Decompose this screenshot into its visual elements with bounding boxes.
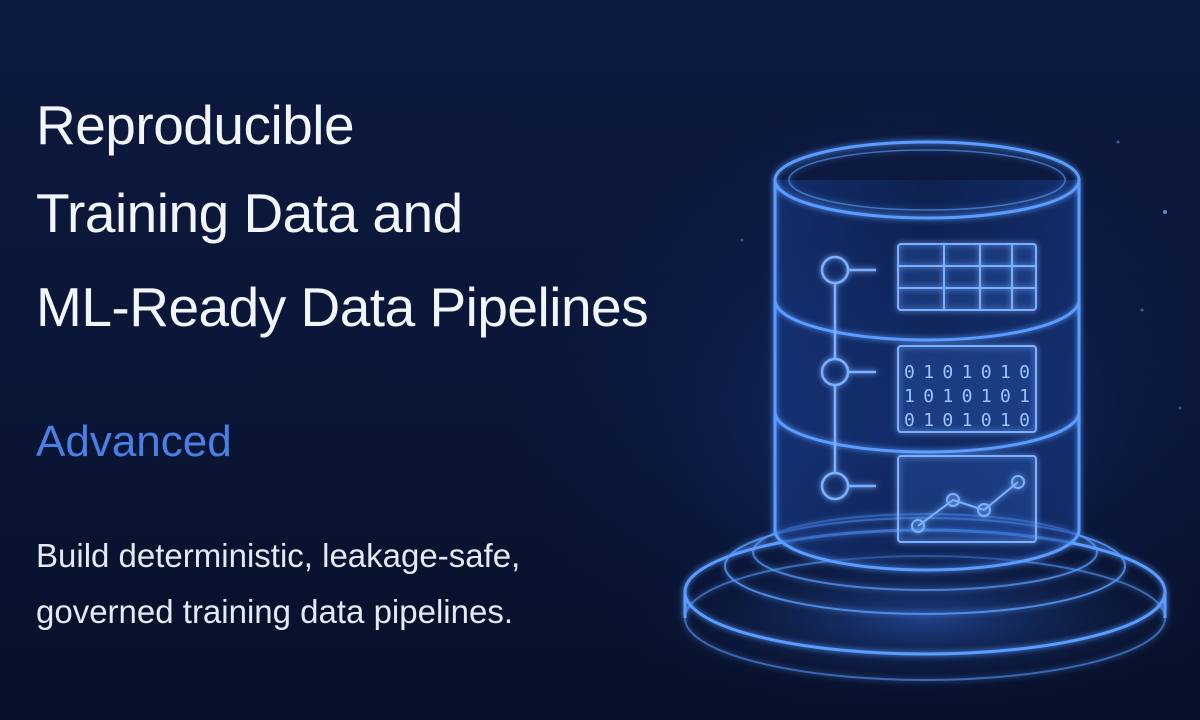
binary-row-1: 0 1 0 1 0 1 0 [904,362,1030,383]
particles [740,140,1182,410]
floor-glow [625,540,1200,700]
cylinder-outline [773,140,1081,572]
binary-row-2: 1 0 1 0 1 0 1 [904,386,1030,407]
table-grid-icon [897,243,1037,311]
binary-text: 0 1 0 1 0 1 0 1 0 1 0 1 0 1 0 1 0 1 0 1 … [904,362,1030,431]
band-divider-1 [773,299,1081,342]
band-divider-2 [773,411,1081,454]
binary-row-3: 0 1 0 1 0 1 0 [904,410,1030,431]
level-label: Advanced [36,417,232,466]
hero-text: Reproducible Training Data and ML-Ready … [36,84,756,640]
description-line-2: governed training data pipelines. [36,593,514,630]
page-title: Reproducible Training Data and ML-Ready … [36,84,756,354]
title-line-3: ML-Ready Data Pipelines [36,276,649,338]
title-line-1: Reproducible [36,94,355,156]
line-chart-icon [897,455,1037,543]
course-description: Build deterministic, leakage-safe, gover… [36,528,756,640]
pipeline-connector [820,255,876,501]
title-line-2: Training Data and [36,182,463,244]
binary-data-icon [897,345,1037,433]
description-line-1: Build deterministic, leakage-safe, [36,537,521,574]
